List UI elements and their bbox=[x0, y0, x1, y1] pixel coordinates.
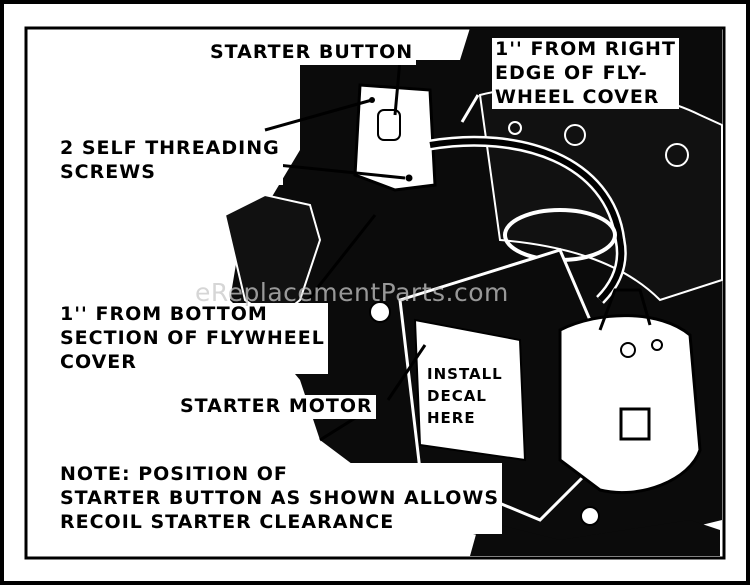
cover-screw-3 bbox=[508, 121, 522, 135]
starter-button-knob bbox=[377, 109, 401, 141]
starter-housing bbox=[558, 314, 702, 495]
cover-screw-1 bbox=[564, 124, 586, 146]
install-decal-line-3: HERE bbox=[427, 408, 476, 427]
terminal-2 bbox=[651, 339, 663, 351]
from-bottom-line-1: 1'' FROM BOTTOM bbox=[60, 303, 268, 325]
side-bolt bbox=[369, 301, 391, 323]
install-decal-label: INSTALL DECAL HERE bbox=[427, 364, 503, 429]
note-line-3: RECOIL STARTER CLEARANCE bbox=[60, 510, 395, 533]
starter-button-label: STARTER BUTTON bbox=[207, 41, 417, 65]
cover-screw-2 bbox=[665, 143, 689, 167]
screws-label: 2 SELF THREADING SCREWS bbox=[57, 137, 283, 185]
housing-button bbox=[619, 407, 651, 441]
leader-lines bbox=[227, 59, 427, 442]
from-right-edge-label: 1'' FROM RIGHT EDGE OF FLY- WHEEL COVER bbox=[492, 38, 679, 110]
watermark: eReplacementParts.com bbox=[195, 278, 509, 307]
note-line-2: STARTER BUTTON AS SHOWN ALLOWS bbox=[60, 486, 500, 509]
decal-area bbox=[413, 318, 527, 462]
from-right-edge-line-3: WHEEL COVER bbox=[495, 85, 660, 108]
screws-line-1: 2 SELF THREADING bbox=[60, 137, 280, 159]
screw-dot bbox=[405, 174, 413, 182]
starter-motor-label: STARTER MOTOR bbox=[177, 395, 376, 419]
bracket bbox=[598, 288, 652, 331]
terminal-1 bbox=[620, 342, 636, 358]
bottom-bolt bbox=[580, 506, 600, 526]
install-decal-line-1: INSTALL bbox=[427, 365, 503, 383]
from-bottom-line-2: SECTION OF FLYWHEEL bbox=[60, 326, 325, 349]
note-line-1: NOTE: POSITION OF bbox=[60, 463, 288, 485]
from-bottom-line-3: COVER bbox=[60, 350, 137, 373]
from-right-edge-line-1: 1'' FROM RIGHT bbox=[495, 38, 676, 60]
note-label: NOTE: POSITION OF STARTER BUTTON AS SHOW… bbox=[57, 463, 503, 535]
from-bottom-label: 1'' FROM BOTTOM SECTION OF FLYWHEEL COVE… bbox=[57, 303, 328, 375]
lower-body bbox=[470, 520, 720, 556]
screws-line-2: SCREWS bbox=[60, 160, 156, 183]
install-decal-line-2: DECAL bbox=[427, 386, 487, 405]
from-right-edge-line-2: EDGE OF FLY- bbox=[495, 61, 648, 84]
